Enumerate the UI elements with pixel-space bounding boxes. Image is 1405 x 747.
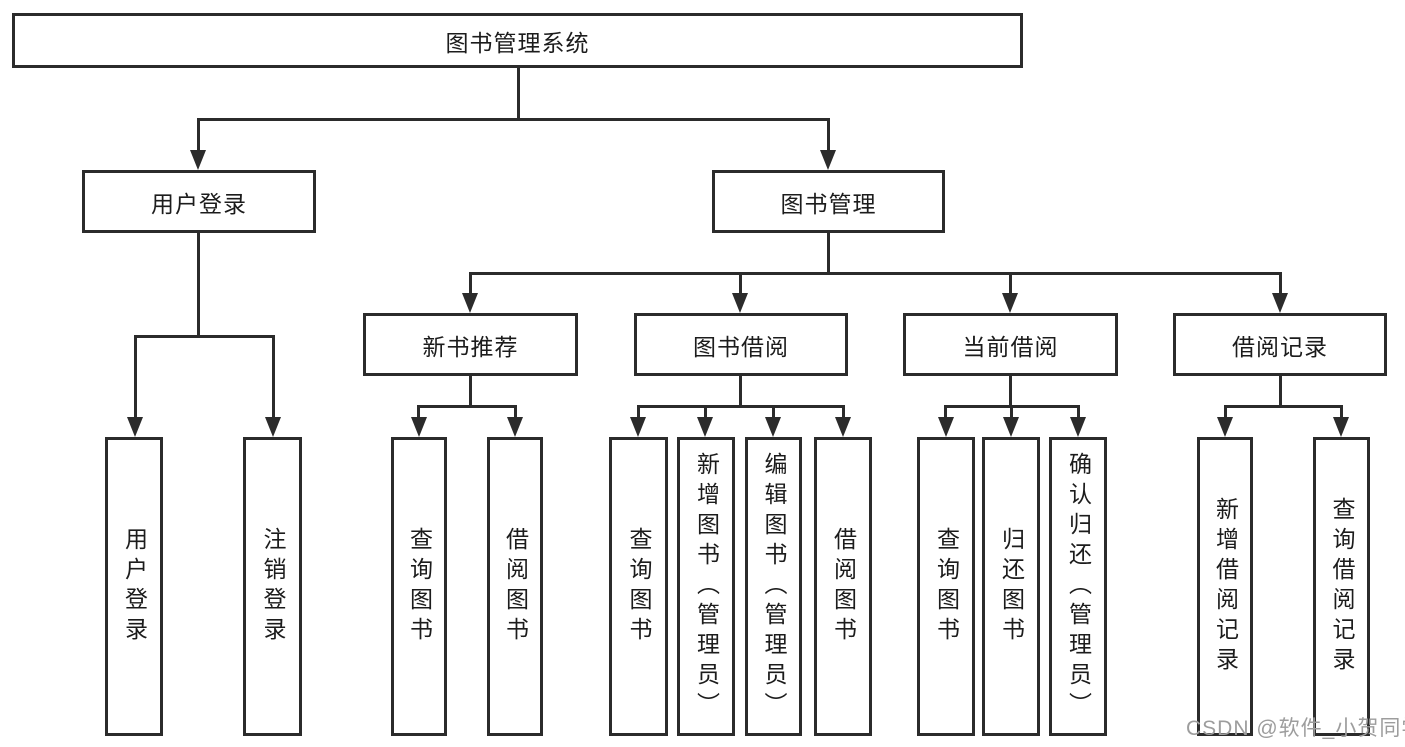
connector-line — [842, 405, 845, 419]
leaf-label: 新增借阅记录 — [1212, 496, 1239, 677]
leaf-label: 编辑图书（管理员） — [761, 451, 787, 722]
arrow-head — [1217, 417, 1233, 437]
connector-line — [514, 405, 517, 419]
arrow-head — [820, 150, 836, 170]
arrow-head — [1002, 293, 1018, 313]
arrow-head — [411, 417, 427, 437]
connector-line — [469, 272, 1282, 275]
connector-line — [772, 405, 775, 419]
leaf-label: 查询图书 — [933, 526, 960, 647]
leaf-label: 注销登录 — [260, 526, 286, 647]
arrow-head — [765, 417, 781, 437]
arrow-head — [127, 417, 143, 437]
leaf-label: 查询借阅记录 — [1329, 496, 1355, 677]
leaf-query-books-2: 查询图书 — [609, 437, 668, 736]
leaf-confirm-return-admin: 确认归还（管理员） — [1049, 437, 1107, 736]
arrow-head — [265, 417, 281, 437]
node-current-borrowing-label: 当前借阅 — [962, 333, 1059, 360]
connector-line — [1279, 272, 1282, 295]
leaf-label: 查询图书 — [406, 526, 433, 647]
leaf-label: 确认归还（管理员） — [1065, 451, 1092, 722]
leaf-query-books-1: 查询图书 — [391, 437, 447, 736]
node-root-label: 图书管理系统 — [445, 29, 590, 56]
leaf-label: 归还图书 — [998, 526, 1025, 647]
leaf-return-books: 归还图书 — [982, 437, 1040, 736]
leaf-edit-books-admin: 编辑图书（管理员） — [745, 437, 802, 736]
node-root: 图书管理系统 — [12, 13, 1023, 68]
connector-line — [134, 335, 275, 338]
connector-line — [1340, 405, 1343, 419]
node-book-borrowing-label: 图书借阅 — [693, 333, 789, 360]
connector-line — [469, 272, 472, 295]
connector-line — [272, 335, 275, 419]
arrow-head — [1003, 417, 1019, 437]
leaf-label: 查询图书 — [626, 526, 652, 647]
leaf-logout: 注销登录 — [243, 437, 302, 736]
arrow-head — [938, 417, 954, 437]
node-user-login: 用户登录 — [82, 170, 316, 233]
leaf-query-borrow-record: 查询借阅记录 — [1313, 437, 1370, 736]
csdn-watermark: CSDN @软件_小贺同学 — [1186, 717, 1405, 740]
node-new-book-recommend-label: 新书推荐 — [422, 333, 519, 360]
leaf-add-books-admin: 新增图书（管理员） — [677, 437, 735, 736]
connector-line — [517, 68, 520, 120]
connector-line — [134, 335, 137, 419]
leaf-query-books-3: 查询图书 — [917, 437, 975, 736]
connector-line — [197, 118, 830, 121]
connector-line — [637, 405, 845, 408]
connector-line — [417, 405, 420, 419]
connector-line — [1224, 405, 1343, 408]
connector-line — [1009, 272, 1012, 295]
leaf-label: 借阅图书 — [830, 526, 857, 647]
arrow-head — [1070, 417, 1086, 437]
arrow-head — [630, 417, 646, 437]
connector-line — [197, 118, 200, 153]
node-borrowing-records: 借阅记录 — [1173, 313, 1387, 376]
node-book-management: 图书管理 — [712, 170, 945, 233]
connector-line — [197, 233, 200, 337]
leaf-label: 新增图书（管理员） — [693, 451, 720, 722]
arrow-head — [507, 417, 523, 437]
arrow-head — [1272, 293, 1288, 313]
arrow-head — [462, 293, 478, 313]
connector-line — [1010, 405, 1013, 419]
node-book-borrowing: 图书借阅 — [634, 313, 848, 376]
node-current-borrowing: 当前借阅 — [903, 313, 1118, 376]
connector-line — [739, 376, 742, 407]
arrow-head — [697, 417, 713, 437]
connector-line — [469, 376, 472, 407]
connector-line — [1009, 376, 1012, 407]
leaf-borrow-books-2: 借阅图书 — [814, 437, 872, 736]
arrow-head — [190, 150, 206, 170]
connector-line — [944, 405, 947, 419]
connector-line — [417, 405, 517, 408]
node-borrowing-records-label: 借阅记录 — [1232, 333, 1328, 360]
leaf-label: 借阅图书 — [502, 526, 529, 647]
connector-line — [1224, 405, 1227, 419]
connector-line — [704, 405, 707, 419]
node-book-management-label: 图书管理 — [780, 190, 877, 217]
connector-line — [1077, 405, 1080, 419]
connector-line — [739, 272, 742, 295]
leaf-label: 用户登录 — [121, 526, 148, 647]
connector-line — [827, 233, 830, 274]
leaf-user-login: 用户登录 — [105, 437, 163, 736]
arrow-head — [732, 293, 748, 313]
connector-line — [637, 405, 640, 419]
node-new-book-recommend: 新书推荐 — [363, 313, 578, 376]
leaf-borrow-books-1: 借阅图书 — [487, 437, 543, 736]
connector-line — [827, 118, 830, 153]
connector-line — [1279, 376, 1282, 407]
node-user-login-label: 用户登录 — [151, 190, 247, 217]
leaf-add-borrow-record: 新增借阅记录 — [1197, 437, 1253, 736]
arrow-head — [1333, 417, 1349, 437]
arrow-head — [835, 417, 851, 437]
